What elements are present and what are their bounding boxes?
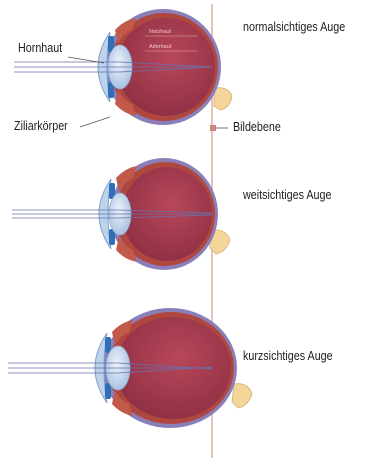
label-far-sighted-eye: weitsichtiges Auge [243, 188, 331, 202]
iris-upper [105, 337, 111, 353]
label-choroid: Aderhaut [149, 44, 171, 50]
image-plane-callout-marker [210, 125, 216, 131]
far-sighted-eye [12, 158, 230, 270]
label-normal-eye: normalsichtiges Auge [243, 20, 345, 34]
near-sighted-eye [8, 308, 252, 428]
optic-nerve [214, 88, 232, 110]
label-near-sighted-eye: kurzsichtiges Auge [243, 349, 333, 363]
iris-lower [105, 383, 111, 399]
label-retina: Netzhaut [149, 29, 171, 35]
normal-eye [14, 9, 232, 125]
ciliary-callout-line [80, 117, 110, 127]
optic-nerve [232, 384, 252, 408]
label-image-plane: Bildebene [233, 120, 281, 134]
label-cornea: Hornhaut [18, 41, 62, 55]
label-ciliary-body: Ziliarkörper [14, 119, 68, 133]
